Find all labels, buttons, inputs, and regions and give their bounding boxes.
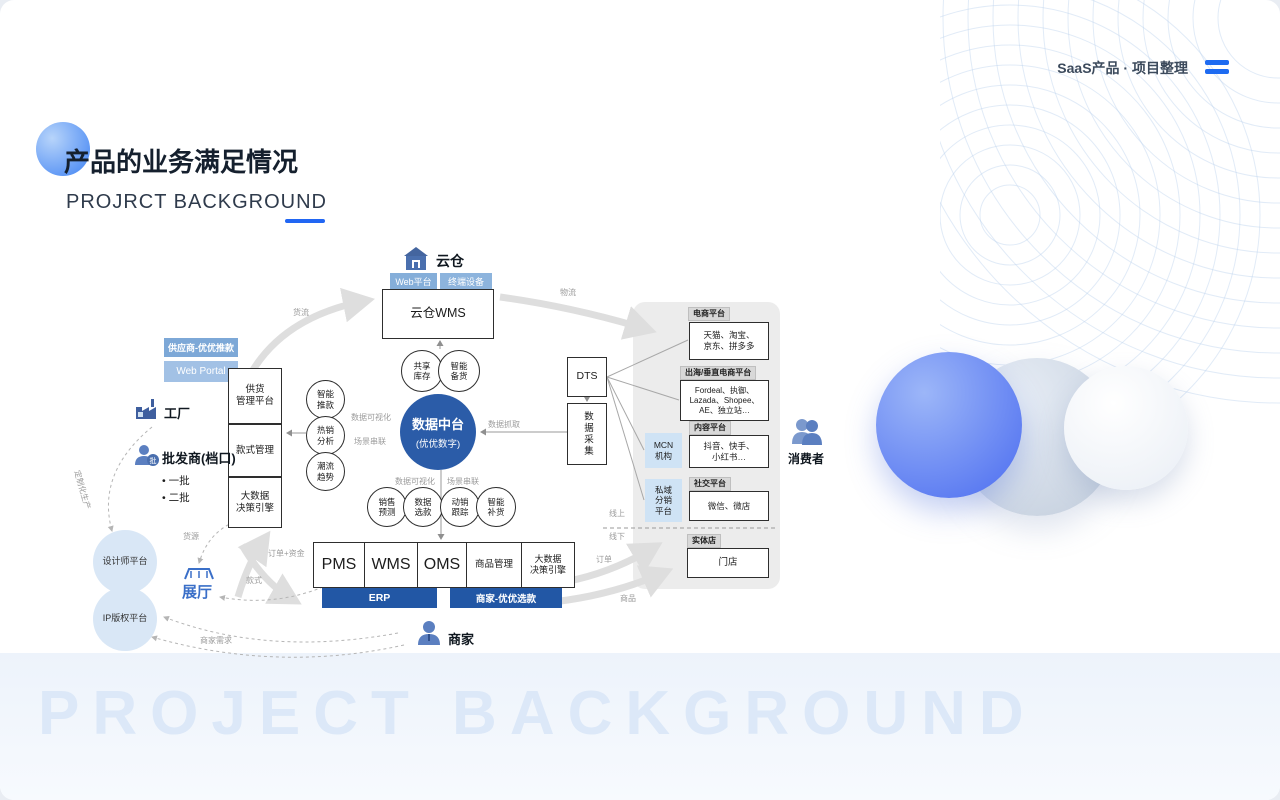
overseas-box: Fordeal、执御、 Lazada、Shopee、 AE、独立站…: [680, 380, 769, 421]
showroom-icon: [181, 567, 217, 581]
offline-label: 线下: [609, 532, 625, 541]
data-hub-title: 数据中台: [411, 417, 464, 432]
bigdata-engine-box-2: 大数据 决策引擎: [521, 542, 575, 588]
style-mgmt-box: 款式管理: [228, 424, 282, 477]
oms-box: OMS: [417, 542, 466, 588]
order-label: 订单: [596, 555, 612, 564]
batch-1: • 一批: [162, 475, 190, 487]
factory-label: 工厂: [164, 406, 191, 421]
order-fund-label: 订单+资金: [268, 549, 305, 558]
sales-tracking-circle: 动销 跟踪: [440, 487, 480, 527]
title-accent-circle: [36, 122, 90, 176]
ecommerce-tag: 电商平台: [688, 307, 730, 321]
pms-box: PMS: [313, 542, 364, 588]
product-label: 商品: [620, 594, 636, 603]
wholesaler-icon: 批: [134, 443, 160, 469]
goods-flow-label: 货流: [293, 308, 309, 317]
tab-terminal-device: 终端设备: [440, 273, 492, 289]
consumer-label: 消费者: [788, 452, 825, 466]
social-box: 微信、微店: [689, 491, 769, 521]
page-title: 产品的业务满足情况: [64, 147, 299, 177]
data-selection-circle: 数据 选款: [403, 487, 443, 527]
mcn-box: MCN 机构: [645, 433, 682, 468]
menu-bar-top: [1205, 60, 1229, 65]
style-label: 款式: [246, 576, 262, 585]
overseas-tag: 出海/垂直电商平台: [680, 366, 757, 380]
supplier-tag: 供应商-优优推款: [164, 338, 238, 357]
sales-forecast-circle: 销售 预测: [367, 487, 407, 527]
consumer-icon: [790, 417, 826, 447]
custom-production-label: 定制化生产: [72, 469, 93, 511]
business-diagram: 云仓 Web平台 终端设备 云仓WMS 共享 库存 智能 备货 数据中台 (优优…: [68, 245, 840, 660]
factory-icon: [134, 397, 158, 421]
merchant-icon: [416, 619, 442, 647]
hot-sale-circle: 热销 分析: [306, 416, 345, 455]
data-collect-box: 数据采集: [567, 403, 607, 465]
data-hub-subtitle: (优优数字): [415, 439, 461, 450]
wms-box: WMS: [364, 542, 417, 588]
content-box: 抖音、快手、 小红书…: [689, 435, 769, 468]
wholesaler-label: 批发商(档口): [162, 451, 236, 466]
smart-replenish-circle: 智能 补货: [476, 487, 516, 527]
cloud-wms-box: 云仓WMS: [382, 289, 494, 339]
product-mgmt-box: 商品管理: [466, 542, 521, 588]
bottom-strip: [0, 653, 1280, 800]
shared-stock-circle: 共享 库存: [401, 350, 443, 392]
cloud-warehouse-label: 云仓: [436, 253, 464, 269]
data-hub-circle: 数据中台 (优优数字): [400, 394, 476, 470]
web-portal-tab: Web Portal: [164, 361, 238, 382]
warehouse-icon: [404, 247, 428, 271]
merchant-demand-label: 商家需求: [200, 636, 232, 645]
bigdata-engine-box: 大数据 决策引擎: [228, 477, 282, 528]
watermark-text: PROJECT BACKGROUND: [38, 679, 1037, 748]
logistics-label: 物流: [560, 288, 576, 297]
erp-bar: ERP: [322, 588, 437, 608]
supply-mgmt-box: 供货 管理平台: [228, 368, 282, 424]
subtitle-underline: [285, 219, 325, 223]
scene-label-left: 场景串联: [354, 437, 386, 446]
breadcrumb: SaaS产品 · 项目整理: [1057, 60, 1188, 76]
online-label: 线上: [609, 509, 625, 518]
merchant-select-bar: 商家-优优选款: [450, 588, 562, 608]
store-tag: 实体店: [687, 534, 721, 548]
store-box: 门店: [687, 548, 769, 578]
batch-2: • 二批: [162, 492, 190, 504]
blue-disk: [876, 352, 1022, 498]
content-tag: 内容平台: [689, 421, 731, 435]
private-domain-box: 私域 分销 平台: [645, 479, 682, 522]
scene-label-bottom: 场景串联: [447, 477, 479, 486]
menu-button[interactable]: [1205, 60, 1229, 75]
merchant-system-row: PMS WMS OMS 商品管理 大数据 决策引擎: [313, 542, 575, 588]
tab-web-platform: Web平台: [390, 273, 437, 289]
social-tag: 社交平台: [689, 477, 731, 491]
viz-label-left: 数据可视化: [351, 413, 391, 422]
data-grab-label: 数据抓取: [488, 420, 520, 429]
svg-text:批: 批: [150, 456, 157, 465]
ecommerce-box: 天猫、淘宝、 京东、拼多多: [689, 322, 769, 360]
menu-bar-bottom: [1205, 69, 1229, 74]
designer-platform-circle: 设计师平台: [93, 530, 157, 594]
smart-push-circle: 智能 推款: [306, 380, 345, 419]
trend-circle: 潮流 趋势: [306, 452, 345, 491]
white-disk: [1064, 366, 1188, 490]
merchant-label: 商家: [448, 632, 475, 647]
ip-platform-circle: IP版权平台: [93, 587, 157, 651]
supply-label: 货源: [183, 532, 199, 541]
viz-label-bottom: 数据可视化: [395, 477, 435, 486]
showroom-label: 展厅: [182, 584, 213, 601]
page-subtitle: PROJRCT BACKGROUND: [66, 191, 327, 213]
dts-box: DTS: [567, 357, 607, 397]
smart-ready-circle: 智能 备货: [438, 350, 480, 392]
